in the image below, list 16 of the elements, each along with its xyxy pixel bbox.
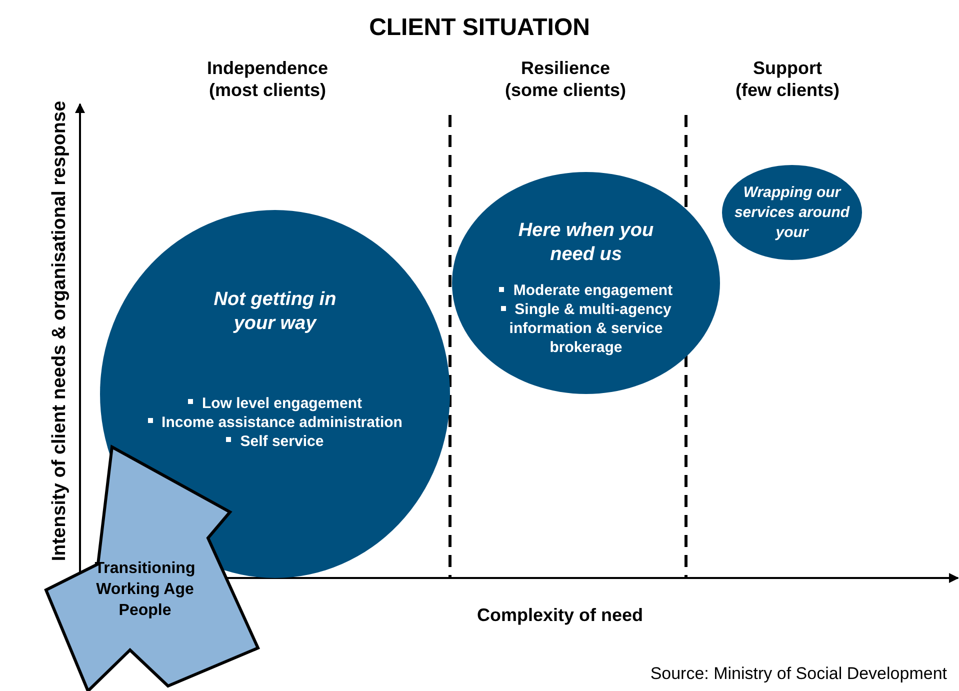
chart-title: CLIENT SITUATION <box>368 14 591 42</box>
column-heading: Support (few clients) <box>734 57 841 101</box>
bullet-text: Moderate engagement <box>513 282 673 299</box>
arrow-text: Transitioning Working Age People <box>94 559 196 621</box>
source-caption: Source: Ministry of Social Development <box>650 664 947 684</box>
bullet-text: Self service <box>240 432 324 450</box>
column-heading: Resilience (some clients) <box>504 57 628 101</box>
axis-label: Intensity of client needs & organisational response <box>49 100 71 564</box>
bullet-text: Single & multi-agency information & service brokerage <box>509 301 672 356</box>
circle-heading: Not getting in your way <box>212 288 338 336</box>
bullet-text: Low level engagement <box>202 394 362 412</box>
axis-label: Complexity of need <box>476 604 644 626</box>
circle-heading: Here when you need us <box>517 219 655 267</box>
column-heading: Independence (most clients) <box>206 57 330 101</box>
bullet-text: Income assistance administration <box>162 414 402 430</box>
circle-heading: Wrapping our services around your <box>733 182 851 242</box>
